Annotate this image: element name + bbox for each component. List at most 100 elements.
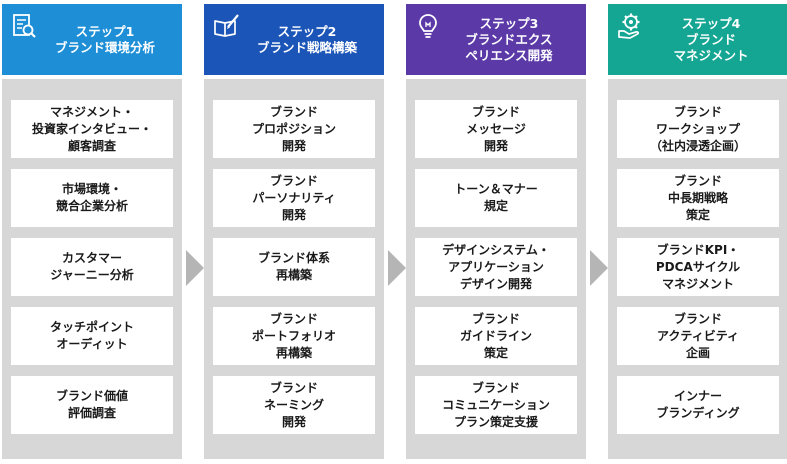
- card-line: 中長期戦略: [667, 190, 728, 205]
- card-line: ネーミング: [263, 397, 324, 412]
- step-4-header: ステップ4 ブランド マネジメント: [608, 4, 787, 75]
- card-line: ジャーニー分析: [50, 268, 134, 282]
- step-2-title: ブランド戦略構築: [256, 39, 357, 55]
- card-line: コミュニケーション: [442, 397, 550, 412]
- step-1-item-4: タッチポイント オーディット: [11, 307, 173, 365]
- card-line: ブランド: [673, 311, 722, 326]
- gear-hand-icon: [618, 13, 640, 39]
- card-line: ブランド: [269, 311, 318, 326]
- card-line: ブランド: [471, 104, 520, 119]
- card-line: デザイン開発: [459, 276, 532, 291]
- card-line: 評価調査: [67, 406, 116, 420]
- card-line: （社内浸透企画）: [649, 138, 746, 153]
- step-3-header: ステップ3 ブランドエクス ペリエンス開発: [406, 4, 586, 75]
- card-line: タッチポイント: [49, 320, 134, 334]
- card-line: 再構築: [275, 268, 312, 282]
- step-4-item-4: ブランド アクティビティ 企画: [617, 307, 779, 365]
- step-3-label: ステップ3: [479, 15, 539, 31]
- step-2-item-4: ブランド ポートフォリオ 再構築: [213, 307, 375, 365]
- chevron-right-icon: [388, 250, 406, 286]
- step-4-panel: ブランド ワークショップ （社内浸透企画） ブランド 中長期戦略 策定 ブランド…: [608, 79, 787, 459]
- card-line: 企画: [685, 345, 710, 360]
- step-2-panel: ブランド プロポジション 開発 ブランド パーソナリティ 開発 ブランド体系 再…: [204, 79, 384, 459]
- step-4-label: ステップ4: [681, 15, 741, 31]
- card-line: デザインシステム・: [442, 242, 550, 257]
- card-line: ブランド: [269, 380, 318, 395]
- step-2-header: ステップ2 ブランド戦略構築: [204, 4, 384, 75]
- card-line: プラン策定支援: [453, 414, 538, 429]
- card-line: 開発: [281, 207, 306, 222]
- card-line: ブランディング: [656, 406, 740, 420]
- card-line: ブランド: [269, 173, 318, 188]
- step-1-item-5: ブランド価値 評価調査: [11, 376, 173, 434]
- step-3-item-5: ブランド コミュニケーション プラン策定支援: [415, 376, 577, 434]
- step-4-item-3: ブランドKPI・ PDCAサイクル マネジメント: [617, 238, 779, 296]
- card-line: パーソナリティ: [252, 190, 336, 205]
- step-4-title-line-1: ブランド: [685, 31, 736, 47]
- card-line: メッセージ: [466, 121, 526, 136]
- step-2-label: ステップ2: [277, 23, 337, 39]
- step-1-header: ステップ1 ブランド環境分析: [2, 4, 182, 75]
- step-4-title-line-2: マネジメント: [673, 47, 749, 63]
- card-line: 市場環境・: [61, 182, 122, 196]
- card-line: ブランド: [471, 380, 520, 395]
- card-line: アプリケーション: [448, 259, 544, 274]
- step-3-item-1: ブランド メッセージ 開発: [415, 100, 577, 158]
- card-line: ブランド価値: [55, 389, 128, 403]
- document-search-icon: [13, 14, 36, 38]
- card-line: ブランド体系: [257, 251, 330, 265]
- step-3-column: ステップ3 ブランドエクス ペリエンス開発 ブランド メッセージ 開発 トーン＆…: [406, 4, 586, 459]
- card-line: プロポジション: [251, 121, 336, 136]
- chevron-right-icon: [186, 250, 204, 286]
- card-line: ブランド: [471, 311, 520, 326]
- step-4-item-5: インナー ブランディング: [617, 376, 779, 434]
- step-3-title-line-2: ペリエンス開発: [465, 47, 553, 63]
- card-line: インナー: [673, 389, 722, 403]
- step-3-item-3: デザインシステム・ アプリケーション デザイン開発: [415, 238, 577, 296]
- chevron-right-icon: [590, 250, 608, 286]
- step-1-item-3: カスタマー ジャーニー分析: [11, 238, 173, 296]
- card-line: トーン＆マナー: [454, 182, 538, 196]
- step-4-item-1: ブランド ワークショップ （社内浸透企画）: [617, 100, 779, 158]
- card-line: 競合企業分析: [55, 199, 128, 213]
- card-line: ブランドKPI・: [656, 242, 740, 257]
- card-line: PDCAサイクル: [655, 259, 741, 274]
- card-line: 策定: [483, 345, 508, 360]
- card-line: 再構築: [275, 345, 312, 360]
- card-line: 開発: [281, 414, 306, 429]
- step-3-item-2: トーン＆マナー 規定: [415, 169, 577, 227]
- lightbulb-icon: [419, 14, 437, 38]
- step-2-item-1: ブランド プロポジション 開発: [213, 100, 375, 158]
- step-2-item-5: ブランド ネーミング 開発: [213, 376, 375, 434]
- card-line: ブランド: [269, 104, 318, 119]
- card-line: マネジメント: [661, 276, 734, 291]
- step-2-column: ステップ2 ブランド戦略構築 ブランド プロポジション 開発 ブランド パーソナ…: [204, 4, 384, 459]
- card-line: ワークショップ: [655, 121, 740, 136]
- step-2-item-2: ブランド パーソナリティ 開発: [213, 169, 375, 227]
- card-line: 顧客調査: [67, 138, 116, 153]
- step-3-item-4: ブランド ガイドライン 策定: [415, 307, 577, 365]
- card-line: 投資家インタビュー・: [31, 121, 152, 136]
- card-line: 規定: [483, 199, 508, 213]
- step-3-panel: ブランド メッセージ 開発 トーン＆マナー 規定 デザインシステム・ アプリケー…: [406, 79, 586, 459]
- step-1-panel: マネジメント・ 投資家インタビュー・ 顧客調査 市場環境・ 競合企業分析 カスタ…: [2, 79, 182, 459]
- step-1-item-1: マネジメント・ 投資家インタビュー・ 顧客調査: [11, 100, 173, 158]
- book-pen-icon: [214, 14, 239, 37]
- step-1-title: ブランド環境分析: [54, 39, 155, 55]
- card-line: 策定: [685, 207, 710, 222]
- card-line: ガイドライン: [459, 328, 532, 343]
- step-4-column: ステップ4 ブランド マネジメント ブランド ワークショップ （社内浸透企画） …: [608, 4, 787, 459]
- step-1-label: ステップ1: [75, 23, 135, 39]
- card-line: 開発: [281, 138, 306, 153]
- card-line: ブランド: [673, 173, 722, 188]
- card-line: アクティビティ: [657, 328, 739, 343]
- step-2-item-3: ブランド体系 再構築: [213, 238, 375, 296]
- step-1-item-2: 市場環境・ 競合企業分析: [11, 169, 173, 227]
- card-line: カスタマー: [61, 251, 122, 265]
- step-3-title-line-1: ブランドエクス: [465, 31, 553, 47]
- card-line: ポートフォリオ: [251, 328, 336, 343]
- step-4-item-2: ブランド 中長期戦略 策定: [617, 169, 779, 227]
- step-1-column: ステップ1 ブランド環境分析 マネジメント・ 投資家インタビュー・ 顧客調査 市…: [2, 4, 182, 459]
- card-line: 開発: [483, 138, 508, 153]
